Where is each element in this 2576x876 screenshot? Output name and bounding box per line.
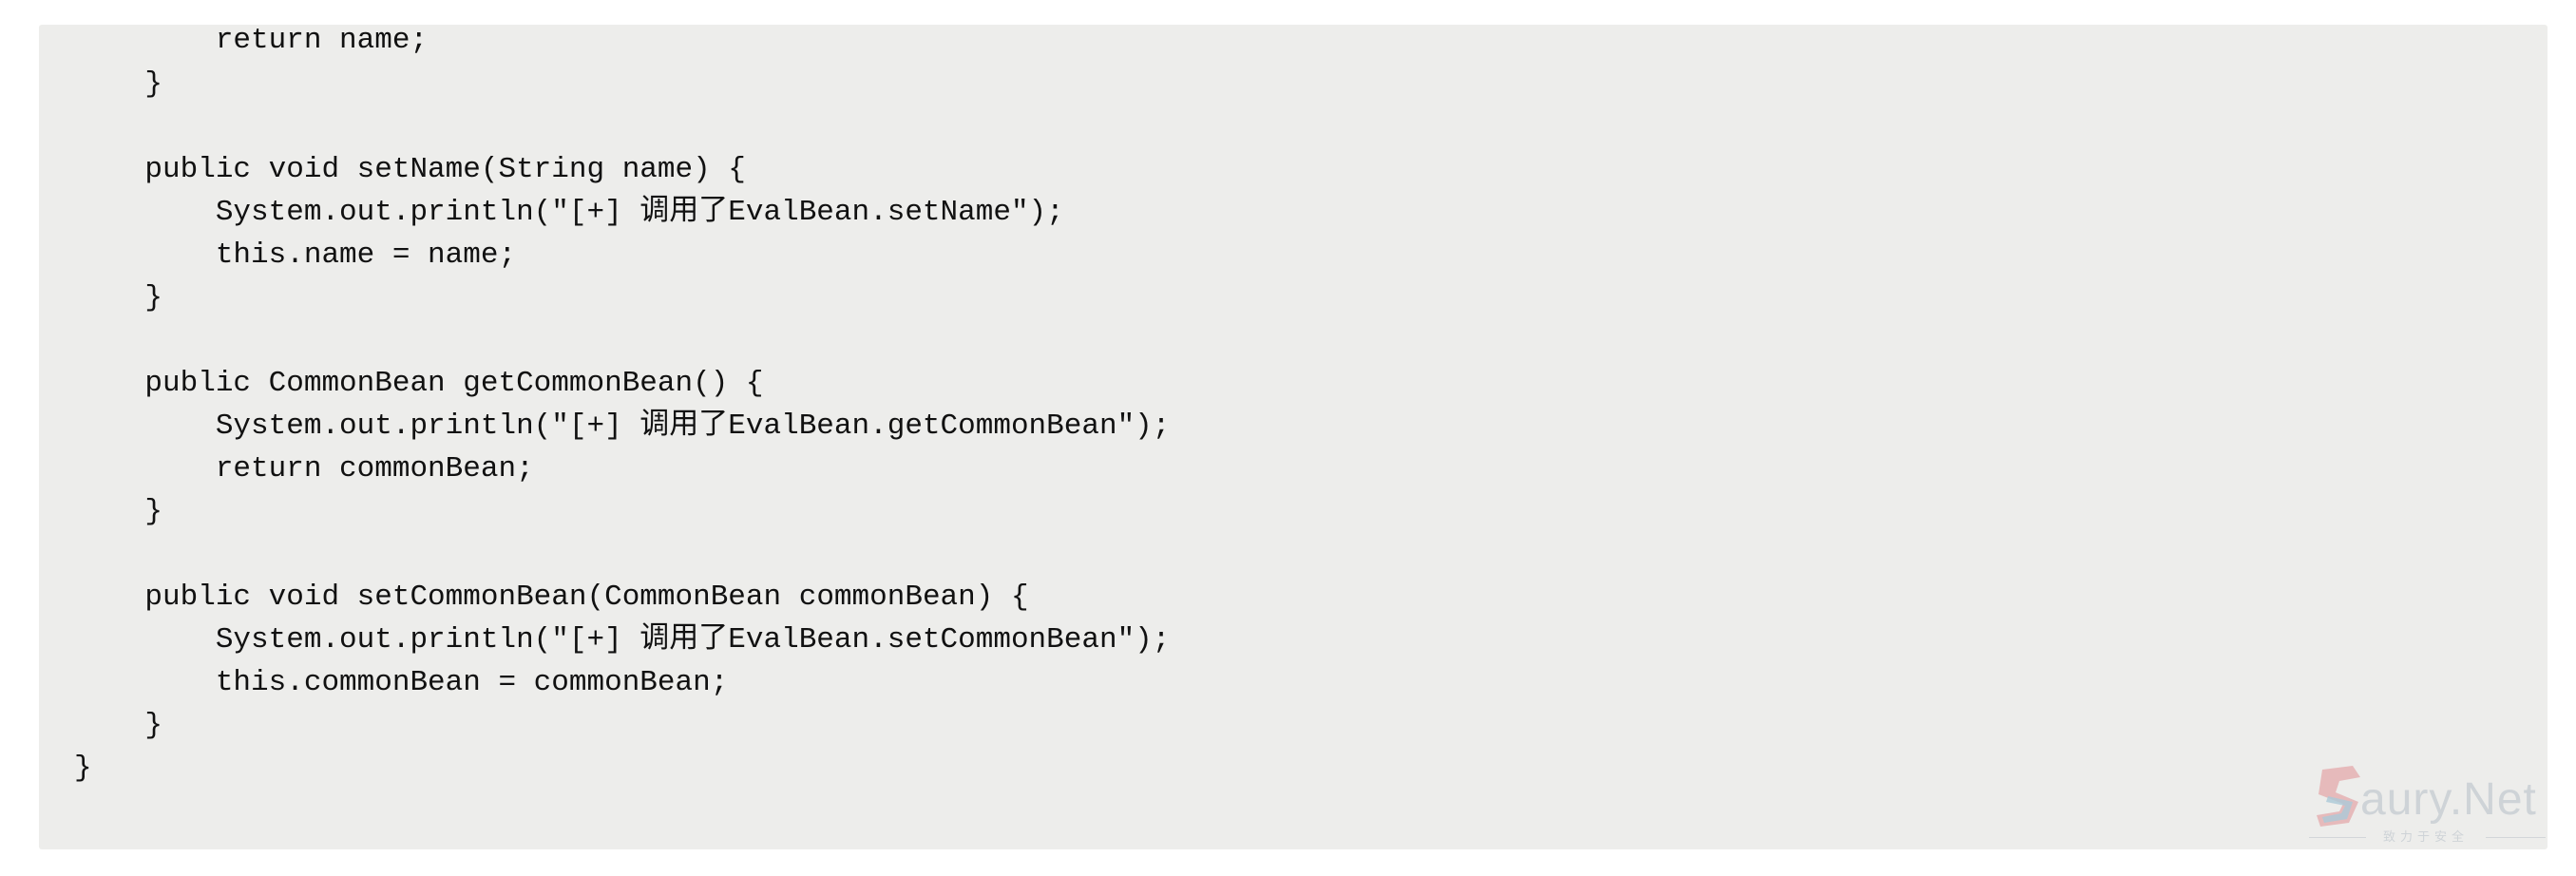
code-line: } [74, 709, 163, 742]
code-line: } [74, 495, 163, 528]
code-lines: return name; } public void setName(Strin… [74, 25, 1170, 790]
code-line: return name; [74, 25, 429, 57]
code-line [74, 319, 1170, 362]
code-line: } [74, 281, 163, 314]
watermark-brand-text: aury.Net [2360, 774, 2537, 825]
code-line [74, 105, 1170, 148]
watermark-rule-left [2309, 837, 2366, 838]
code-line: public void setCommonBean(CommonBean com… [74, 581, 1029, 614]
code-line: this.commonBean = commonBean; [74, 666, 729, 699]
watermark-subtitle-text: 致力于安全 [2382, 830, 2469, 845]
shield-logo-icon [2317, 766, 2360, 827]
code-block[interactable]: return name; } public void setName(Strin… [39, 25, 2547, 849]
code-line: System.out.println("[+] 调用了EvalBean.setC… [74, 623, 1171, 657]
code-line: public void setName(String name) { [74, 153, 746, 186]
code-line: return commonBean; [74, 452, 534, 486]
code-line: public CommonBean getCommonBean() { [74, 367, 764, 400]
code-line: System.out.println("[+] 调用了EvalBean.getC… [74, 409, 1171, 443]
code-line [74, 533, 1170, 576]
code-line: } [74, 752, 92, 785]
watermark: aury.Net 致力于安全 [2307, 760, 2547, 850]
code-line: this.name = name; [74, 238, 517, 272]
watermark-rule-right [2486, 837, 2546, 838]
watermark-subtitle: 致力于安全 [2307, 827, 2547, 847]
code-line: System.out.println("[+] 调用了EvalBean.setN… [74, 196, 1064, 229]
code-line: } [74, 67, 163, 101]
